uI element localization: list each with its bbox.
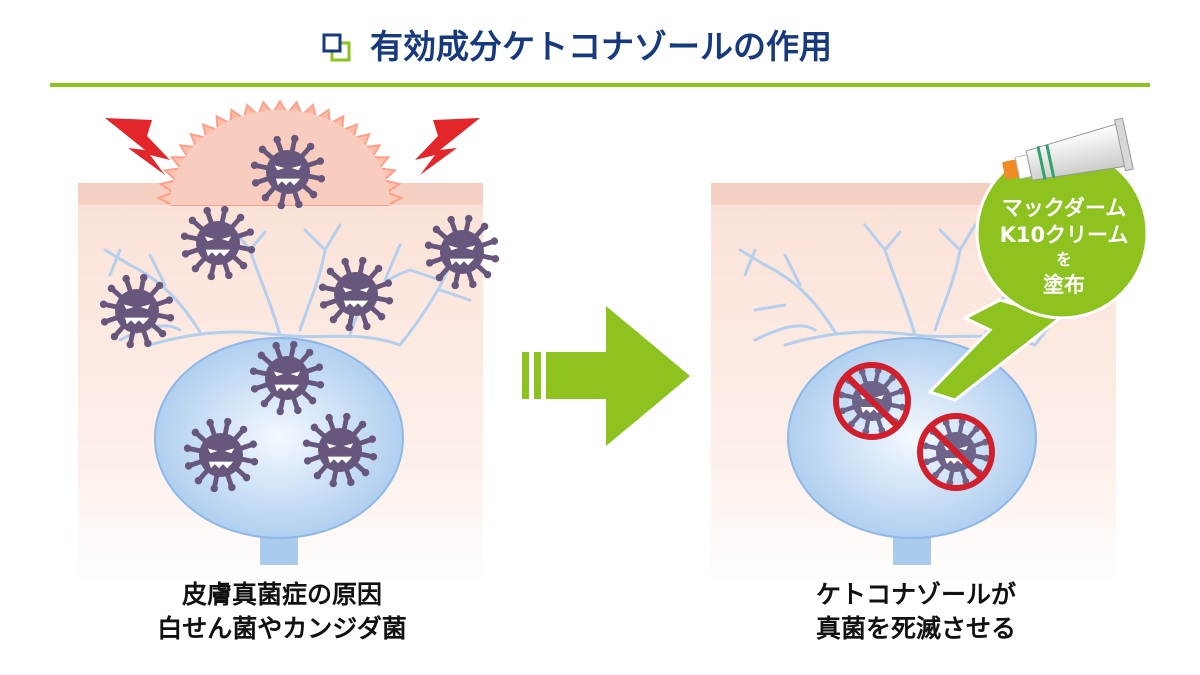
fungus-icon <box>318 256 394 332</box>
left-skin-panel <box>78 99 500 583</box>
right-caption: ケトコナゾールが 真菌を死滅させる <box>706 578 1126 646</box>
fungus-icon <box>424 214 500 290</box>
fungus-icon <box>183 417 259 493</box>
right-skin-panel: マックダーム K10クリーム を 塗布 <box>711 117 1149 583</box>
callout-line3: を <box>1056 250 1072 269</box>
fungus-icon <box>99 273 175 349</box>
callout-line2: K10クリーム <box>1000 223 1129 247</box>
cream-tube-icon <box>1002 117 1134 181</box>
right-caption-line1: ケトコナゾールが <box>815 580 1016 609</box>
lightning-icon <box>105 118 170 175</box>
fungus-icon <box>250 134 326 210</box>
title-bar: 有効成分ケトコナゾールの作用 <box>0 0 1200 90</box>
fungus-icon <box>249 340 325 416</box>
callout-line4: 塗布 <box>1043 273 1085 297</box>
title-square-icon <box>322 33 351 62</box>
hair-follicle <box>787 337 1037 565</box>
lightning-icon <box>415 118 480 175</box>
left-caption: 皮膚真菌症の原因 白せん菌やカンジダ菌 <box>72 578 492 646</box>
application-callout: マックダーム K10クリーム を 塗布 <box>927 146 1149 402</box>
title-underline <box>50 83 1150 87</box>
transition-arrow <box>522 306 690 446</box>
fungus-icon <box>302 412 378 488</box>
page-title: 有効成分ケトコナゾールの作用 <box>370 27 832 66</box>
callout-line1: マックダーム <box>1002 196 1127 220</box>
left-caption-line2: 白せん菌やカンジダ菌 <box>157 614 407 643</box>
prohibited-icon <box>917 413 995 491</box>
fungus-icon <box>180 205 256 281</box>
prohibited-icon <box>833 362 911 440</box>
right-caption-line2: 真菌を死滅させる <box>815 614 1016 643</box>
left-caption-line1: 皮膚真菌症の原因 <box>181 580 382 609</box>
